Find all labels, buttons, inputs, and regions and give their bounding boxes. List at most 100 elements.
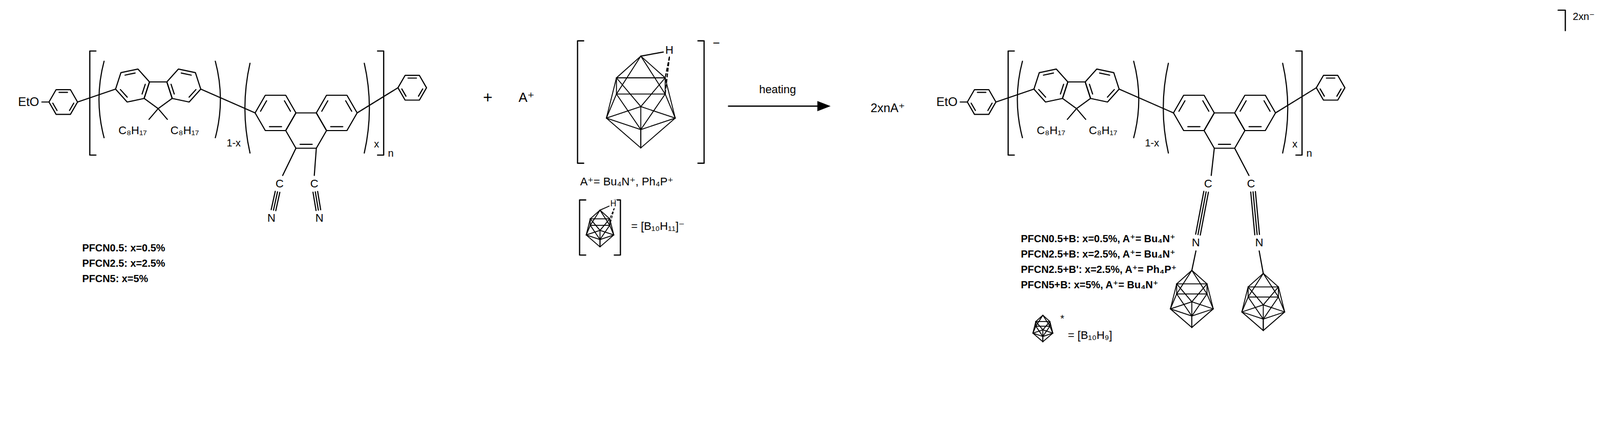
parenthesis [1163,63,1169,154]
double-bond [408,77,417,79]
double-bond [1336,89,1341,97]
cage-edge [616,56,642,78]
condition-label: heating [758,83,797,96]
bond-line [1234,148,1250,176]
double-bond [284,100,291,112]
bond-line [640,52,664,57]
formula-label: = [B₁₀H₉] [1067,329,1113,342]
cation-label: A⁺ [518,91,536,105]
substituent-label: C₈H₁₇ [1036,124,1066,137]
atom-label: C [309,177,320,190]
bond-line [200,89,256,113]
arrow-head [817,100,831,112]
parenthesis [98,61,104,138]
atom-label: C [1203,177,1213,190]
benzene-ring [285,113,327,149]
cage-edge [1042,329,1053,333]
bond-line [1119,89,1174,113]
double-bond [321,100,328,112]
cage-edge [606,77,617,119]
cage-edge [609,218,615,235]
bond-line [1275,87,1317,113]
charge-label: − [712,36,721,50]
bracket [698,40,705,164]
cage-edge [1191,283,1208,302]
double-bond [1249,125,1262,128]
cage-edge [1248,297,1264,320]
reaction-arrow [728,105,821,108]
double-bond [269,125,282,128]
bond-line [282,148,297,176]
cage-edge [1241,304,1264,312]
double-bond [1320,89,1325,97]
double-bond [124,73,136,76]
cage-edge [606,106,641,118]
double-bond [1107,89,1114,98]
subscript-label: x [373,138,380,150]
compound-label: PFCN2.5+B: x=2.5%, A⁺= Bu₄N⁺ [1020,248,1176,260]
double-bond [1038,89,1046,98]
bond-line [1191,250,1196,271]
cage-edge [600,209,610,226]
cage-edge [1263,311,1286,320]
cage-edge [1033,333,1043,343]
bond-line [41,101,50,103]
double-bond [1264,100,1271,112]
substituent-label: C₈H₁₇ [170,124,200,137]
double-bond [181,73,192,76]
double-bond [418,89,423,97]
alkyl-bond [149,108,159,120]
cage-edge [1170,283,1177,309]
bracket [577,40,584,164]
cage-edge [1035,321,1050,323]
cage-edge [1033,321,1037,334]
cage-edge [1042,321,1050,330]
atom-label: C [1246,177,1256,190]
cage-edge [606,118,641,149]
substituent-label: C₈H₁₇ [1088,124,1119,137]
cage-edge [616,56,642,95]
cage-edge [590,224,610,226]
double-bond [1089,84,1093,95]
subscript-label: x [1291,138,1298,150]
triple-bond [1250,192,1255,236]
bridge-bond [665,57,670,95]
triple-bond [312,192,317,211]
double-bond [1043,73,1054,76]
cage-edge [1049,321,1054,334]
bond-line [1211,148,1215,176]
cage-edge [616,94,642,130]
bond-line [600,205,610,210]
double-bond [330,125,344,128]
bond-line [314,148,317,176]
cage-edge [1241,311,1264,331]
double-bond [345,100,352,112]
cage-edge [1176,293,1192,317]
cage-edge [1176,270,1192,294]
cage-edge [590,218,610,220]
double-bond [300,143,313,145]
atom-label: N [314,212,325,225]
cage-edge [1248,286,1264,305]
cage-edge [1042,315,1050,327]
cage-edge [600,209,610,219]
cage-edge [1248,273,1264,298]
subscript-label: n [387,147,395,159]
cage-edge [1176,283,1192,302]
double-bond [141,84,145,95]
double-bond [1179,100,1186,112]
cage-edge [1176,270,1192,284]
cage-edge [1191,301,1214,309]
cage-edge [616,93,666,95]
cage-edge [586,230,601,236]
atom-label: EtO [17,95,40,109]
cage-edge [1042,315,1050,322]
double-bond [260,100,267,112]
benzene-ring [1173,95,1215,131]
cage-edge [599,230,601,247]
double-bond [1202,100,1209,112]
cage-edge [586,235,601,247]
atom-label: N [266,212,277,225]
